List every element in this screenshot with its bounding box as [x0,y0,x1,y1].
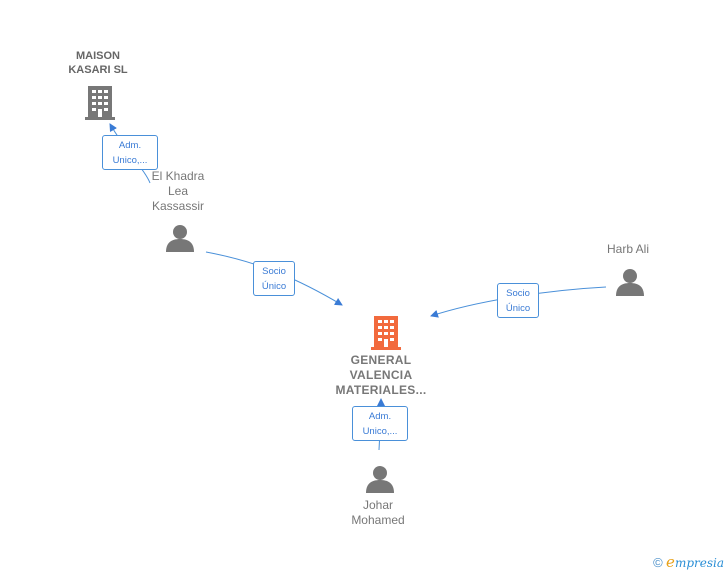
relation-label-adm-johar[interactable]: Adm. Unico,... [352,406,408,441]
building-icon-main[interactable] [370,314,402,350]
company-label-general[interactable]: GENERAL VALENCIA MATERIALES... [335,353,427,397]
brand-logo-text: mpresia [674,556,724,570]
relation-label-socio-elkhadra[interactable]: Socio Único [253,261,295,296]
person-label-johar[interactable]: Johar Mohamed [351,498,405,527]
person-icon[interactable] [366,465,394,493]
copyright-symbol: © [653,555,663,570]
person-label-harb[interactable]: Harb Ali [606,242,650,256]
person-icon[interactable] [166,224,194,252]
person-icon[interactable] [616,268,644,296]
brand-logo-e: e [666,553,675,571]
building-icon[interactable] [84,84,116,120]
company-label-maison[interactable]: MAISON KASARI SL [68,50,128,76]
relation-label-adm-maison[interactable]: Adm. Unico,... [102,135,158,170]
brand-footer: © empresia [653,553,724,571]
relation-label-socio-harb[interactable]: Socio Único [497,283,539,318]
person-label-elkhadra[interactable]: El Khadra Lea Kassassir [151,169,205,213]
